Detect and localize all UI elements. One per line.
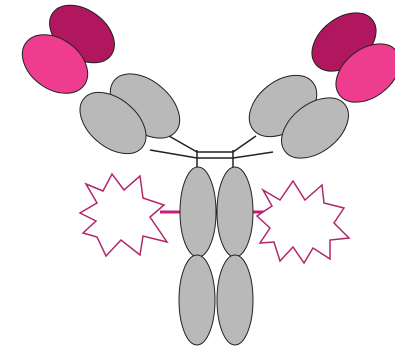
hinge-region (150, 136, 273, 170)
left-arm-hinge-line-inner (150, 150, 197, 158)
fc-right-lower-domain (217, 255, 253, 345)
fc-region (179, 167, 253, 345)
right-arm-hinge-line-inner (233, 152, 273, 158)
left-fab-arm (11, 0, 192, 166)
right-payload-starburst-icon (257, 181, 349, 263)
fc-left-upper-domain (180, 167, 216, 257)
right-arm-hinge-line-outer (233, 136, 256, 152)
left-arm-hinge-line-outer (169, 136, 197, 152)
fc-left-lower-domain (179, 255, 215, 345)
fc-right-upper-domain (217, 167, 253, 257)
right-fab-arm (238, 1, 395, 170)
left-payload-starburst-icon (80, 174, 167, 256)
